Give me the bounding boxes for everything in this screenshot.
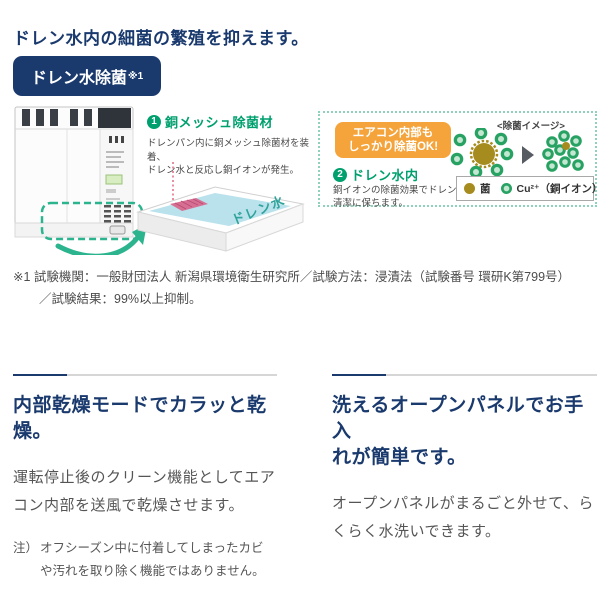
dry-note-line2: や汚れを取り除く機能ではありません。 bbox=[40, 564, 265, 578]
panel-body-line2: くらく水洗いできます。 bbox=[332, 523, 501, 540]
copper-ion-dots bbox=[450, 128, 514, 178]
bacteria-cluster-after bbox=[542, 130, 584, 172]
copper-mesh bbox=[170, 198, 208, 211]
internal-dry-column: 内部乾燥モードでカラッと乾 燥。 運転停止後のクリーン機能としてエア コン内部を… bbox=[13, 374, 277, 583]
step2-desc-line2: 清潔に保ちます。 bbox=[333, 198, 409, 209]
transition-arrow-icon bbox=[522, 146, 534, 164]
divider-left bbox=[13, 374, 277, 376]
dry-body: 運転停止後のクリーン機能としてエア コン内部を送風で乾燥させます。 bbox=[13, 464, 277, 520]
dry-note-line1: オフシーズン中に付着してしまったカビ bbox=[40, 541, 264, 555]
footnote-line2: ／試験結果：99%以上抑制。 bbox=[39, 292, 202, 306]
step2-title-row: 2 ドレン水内 bbox=[333, 165, 419, 184]
step1-desc-line2: ドレン水と反応し銅イオンが発生。 bbox=[147, 165, 300, 176]
panel-body-line1: オープンパネルがまるごと外せて、ら bbox=[332, 495, 594, 512]
dry-heading: 内部乾燥モードでカラッと乾 燥。 bbox=[13, 393, 277, 445]
ion-legend-label: Cu²⁺（銅イオン） bbox=[516, 183, 600, 195]
callout-line1: エアコン内部も bbox=[352, 127, 434, 139]
bacteria-icon bbox=[473, 143, 495, 165]
callout-line2: しっかり除菌OK! bbox=[347, 141, 439, 153]
footnote-line1: ※1 試験機関：一般財団法人 新潟県環境衛生研究所／試験方法：浸漬法（試験番号 … bbox=[13, 270, 571, 284]
step2-desc-line1: 銅イオンの除菌効果でドレン水を bbox=[333, 185, 476, 196]
panel-heading-line1: 洗えるオープンパネルでお手入 bbox=[332, 395, 584, 442]
panel-body: オープンパネルがまるごと外せて、ら くらく水洗いできます。 bbox=[332, 490, 597, 546]
bacteria-ion-illustration bbox=[450, 128, 584, 178]
divider-right bbox=[332, 374, 597, 376]
dry-note: 注） オフシーズン中に付着してしまったカビ や汚れを取り除く機能ではありません。 bbox=[13, 537, 277, 583]
sterilize-info-box: エアコン内部も しっかり除菌OK! 2 ドレン水内 銅イオンの除菌効果でドレン水… bbox=[318, 111, 600, 210]
bottom-columns: 内部乾燥モードでカラッと乾 燥。 運転停止後のクリーン機能としてエア コン内部を… bbox=[13, 374, 597, 583]
bacteria-legend-label: 菌 bbox=[480, 183, 491, 195]
display-panel bbox=[105, 174, 123, 185]
step2-title: ドレン水内 bbox=[351, 168, 419, 183]
dry-body-line1: 運転停止後のクリーン機能としてエア bbox=[13, 469, 276, 486]
open-panel-column: 洗えるオープンパネルでお手入 れが簡単です。 オープンパネルがまるごと外せて、ら… bbox=[332, 374, 597, 583]
ac-unit-drainpan-illustration: ドレン水 bbox=[14, 106, 305, 255]
note-prefix: 注） bbox=[13, 541, 39, 555]
test-footnote: ※1 試験機関：一般財団法人 新潟県環境衛生研究所／試験方法：浸漬法（試験番号 … bbox=[13, 266, 595, 310]
ion-legend-icon bbox=[500, 183, 512, 194]
callout-badge: エアコン内部も しっかり除菌OK! bbox=[335, 122, 451, 158]
dry-heading-line1: 内部乾燥モードでカラッと乾 bbox=[13, 395, 267, 416]
sterilize-image-caption: <除菌イメージ> bbox=[497, 121, 565, 132]
bacteria-legend-icon bbox=[464, 183, 475, 194]
step1-desc-line1: ドレンパン内に銅メッシュ除菌材を装着、 bbox=[147, 138, 309, 163]
drain-water-surface bbox=[149, 193, 291, 226]
badge-footnote-marker: ※1 bbox=[127, 70, 144, 82]
badge-label: ドレン水除菌 bbox=[30, 70, 127, 87]
step1-title: 銅メッシュ除菌材 bbox=[165, 115, 274, 130]
mesh-step-block: 1 銅メッシュ除菌材 ドレンパン内に銅メッシュ除菌材を装着、 ドレン水と反応し銅… bbox=[147, 112, 317, 178]
panel-heading: 洗えるオープンパネルでお手入 れが簡単です。 bbox=[332, 393, 597, 471]
drain-pan: ドレン水 bbox=[136, 186, 305, 252]
trapped-bacteria-icon bbox=[562, 142, 570, 150]
ac-unit-illustration bbox=[14, 106, 134, 238]
legend-box: 菌 Cu²⁺（銅イオン） bbox=[456, 176, 600, 201]
panel-heading-line2: れが簡単です。 bbox=[332, 447, 467, 468]
drain-outlet-button bbox=[109, 225, 126, 235]
step2-description: 銅イオンの除菌効果でドレン水を 清潔に保ちます。 bbox=[333, 184, 476, 210]
step1-description: ドレンパン内に銅メッシュ除菌材を装着、 ドレン水と反応し銅イオンが発生。 bbox=[147, 137, 317, 178]
dry-heading-line2: 燥。 bbox=[13, 421, 53, 442]
vent-slots bbox=[104, 205, 131, 223]
drain-sterilize-badge: ドレン水除菌※1 bbox=[13, 56, 161, 96]
step2-number-icon: 2 bbox=[333, 167, 347, 182]
dry-body-line2: コン内部を送風で乾燥させます。 bbox=[13, 497, 245, 514]
bacteria-cluster-before bbox=[450, 128, 514, 178]
section-heading-drain: ドレン水内の細菌の繁殖を抑えます。 bbox=[13, 29, 309, 48]
step1-number-icon: 1 bbox=[147, 114, 161, 129]
note-body: オフシーズン中に付着してしまったカビ や汚れを取り除く機能ではありません。 bbox=[40, 537, 265, 583]
